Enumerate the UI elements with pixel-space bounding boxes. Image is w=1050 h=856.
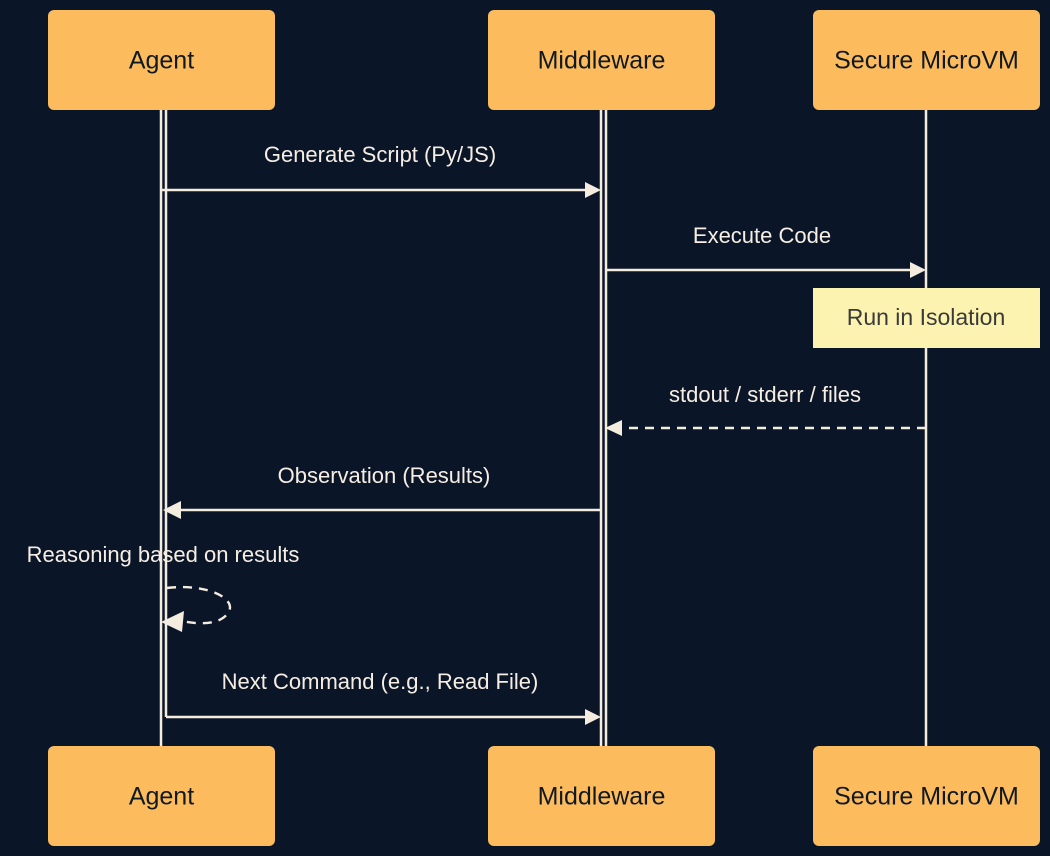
participant-rect-agent-bottom[interactable] (48, 746, 275, 846)
participant-rect-middleware-bottom[interactable] (488, 746, 715, 846)
participant-label-middleware-bottom: Middleware (538, 783, 666, 811)
participant-agent-top[interactable]: Agent (48, 10, 275, 110)
message-generate-script: Generate Script (Py/JS) (162, 142, 601, 198)
note-label-run-in-isolation: Run in Isolation (847, 304, 1006, 330)
message-observation-results: Observation (Results) (163, 463, 601, 519)
participant-rect-middleware-top[interactable] (488, 10, 715, 110)
participant-label-microvm-top: Secure MicroVM (834, 47, 1019, 75)
participant-agent-bottom[interactable]: Agent (48, 746, 275, 846)
message-label-stdout-stderr-files: stdout / stderr / files (669, 382, 861, 407)
message-execute-code: Execute Code (606, 223, 926, 278)
participant-boxes-bottom: Agent Middleware Secure MicroVM (48, 746, 1040, 846)
participant-label-microvm-bottom: Secure MicroVM (834, 783, 1019, 811)
arrowhead-left-stdout-stderr-files (605, 420, 622, 436)
message-stdout-stderr-files: stdout / stderr / files (605, 382, 926, 436)
message-reasoning-self-loop: Reasoning based on results (27, 542, 300, 632)
arrowhead-right-next-command (585, 709, 601, 725)
participant-middleware-top[interactable]: Middleware (488, 10, 715, 110)
note-rect-run-in-isolation (813, 288, 1040, 348)
participant-rect-agent-top[interactable] (48, 10, 275, 110)
message-label-execute-code: Execute Code (693, 223, 831, 248)
participant-microvm-top[interactable]: Secure MicroVM (813, 10, 1040, 110)
arrowhead-left-reasoning (161, 611, 184, 632)
message-label-reasoning-based-on-results: Reasoning based on results (27, 542, 300, 567)
participant-label-agent-bottom: Agent (129, 783, 194, 811)
message-next-command: Next Command (e.g., Read File) (166, 669, 601, 725)
participant-boxes-top: Agent Middleware Secure MicroVM (48, 10, 1040, 110)
participant-label-middleware-top: Middleware (538, 47, 666, 75)
participant-rect-microvm-bottom[interactable] (813, 746, 1040, 846)
participant-microvm-bottom[interactable]: Secure MicroVM (813, 746, 1040, 846)
participant-middleware-bottom[interactable]: Middleware (488, 746, 715, 846)
arrowhead-left-observation-results (163, 501, 181, 519)
note-run-in-isolation: Run in Isolation (813, 288, 1040, 348)
participant-rect-microvm-top[interactable] (813, 10, 1040, 110)
message-label-observation-results: Observation (Results) (278, 463, 491, 488)
arrowhead-right-execute-code (910, 262, 926, 278)
arrowhead-right-generate-script (585, 182, 601, 198)
message-label-generate-script: Generate Script (Py/JS) (264, 142, 496, 167)
participant-label-agent-top: Agent (129, 47, 194, 75)
message-label-next-command: Next Command (e.g., Read File) (222, 669, 539, 694)
